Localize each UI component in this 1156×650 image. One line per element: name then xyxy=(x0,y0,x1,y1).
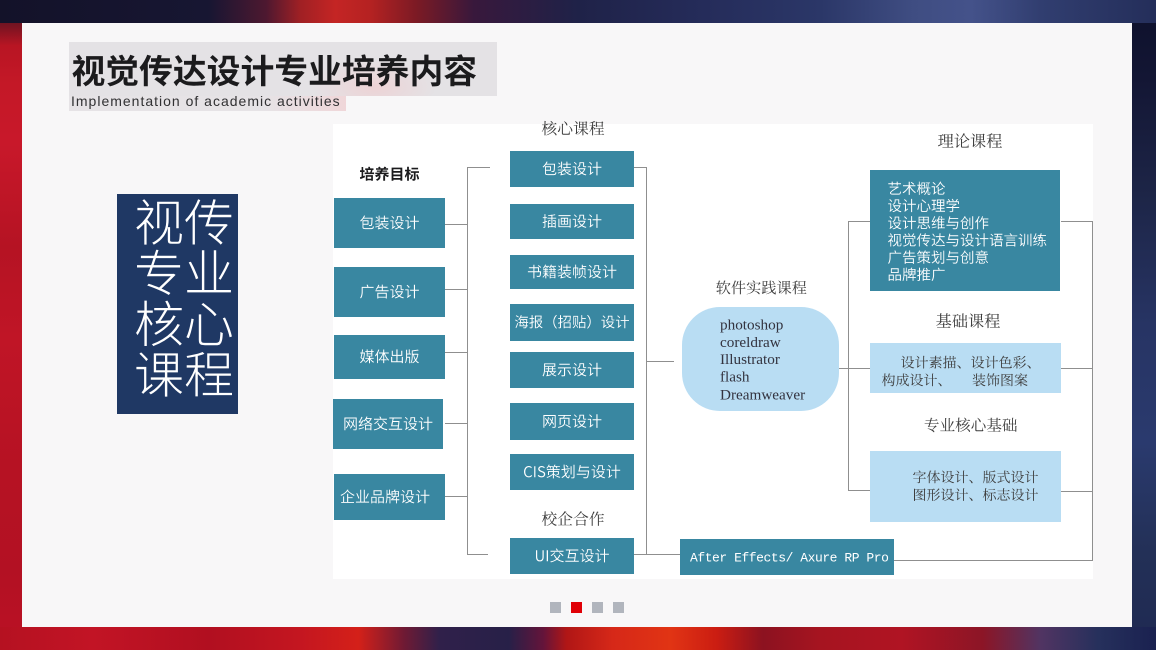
svg-text:After Effects/ Axure RP Pro: After Effects/ Axure RP Pro xyxy=(690,551,888,566)
svg-text:Illustrator: Illustrator xyxy=(720,351,780,368)
svg-text:Implementation of academic act: Implementation of academic activities xyxy=(71,93,341,109)
svg-text:Dreamweaver: Dreamweaver xyxy=(720,386,805,403)
svg-text:flash: flash xyxy=(720,368,750,385)
svg-text:photoshop: photoshop xyxy=(720,317,783,334)
svg-text:coreldraw: coreldraw xyxy=(720,334,781,351)
